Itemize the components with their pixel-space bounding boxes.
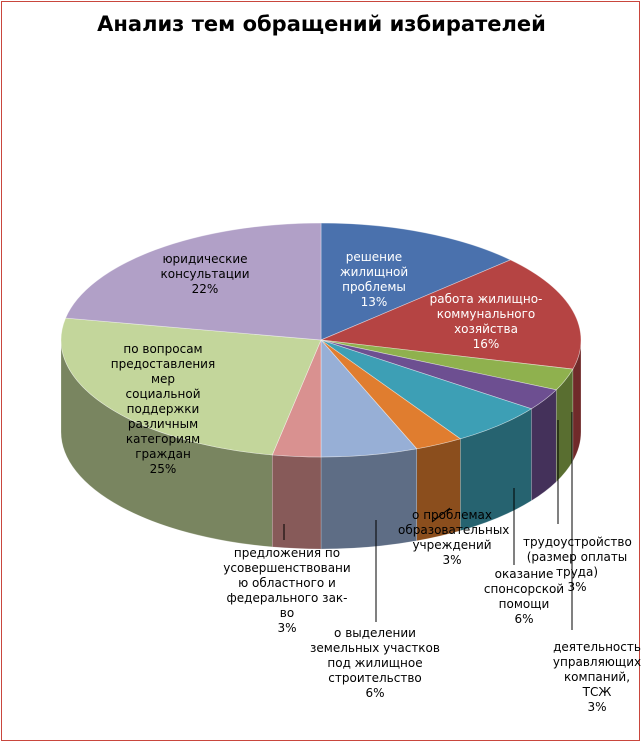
slice-label-9: юридические консультации 22%	[160, 252, 250, 296]
slice-label-3: трудоустройство (размер оплаты труда) 3%	[523, 535, 632, 594]
slice-label-7: предложения по усовершенствовани ю облас…	[223, 546, 351, 635]
pie-slice-1	[319, 259, 582, 370]
pie-slice-0	[320, 222, 512, 341]
slice-label-1: работа жилищно- коммунального хозяйства …	[429, 292, 543, 351]
leader-line-5	[431, 507, 451, 523]
pie-slice-9	[65, 222, 322, 341]
pie-slice-side-7	[271, 454, 322, 550]
slice-label-6: о выделении земельных участков под жилищ…	[310, 626, 440, 700]
slice-label-8: по вопросам предоставления мер социально…	[110, 342, 216, 476]
pie-slice-8	[60, 317, 322, 456]
slice-label-4: оказание спонсорской помощи 6%	[483, 567, 565, 626]
slice-label-5: о проблемах образовательных учреждений 3…	[398, 508, 510, 567]
slice-label-2: деятельность управляющих компаний, ТСЖ 3…	[552, 640, 642, 714]
slice-label-0: решение жилищной проблемы 13%	[339, 250, 409, 309]
chart-title: Анализ тем обращений избирателей	[97, 12, 546, 36]
